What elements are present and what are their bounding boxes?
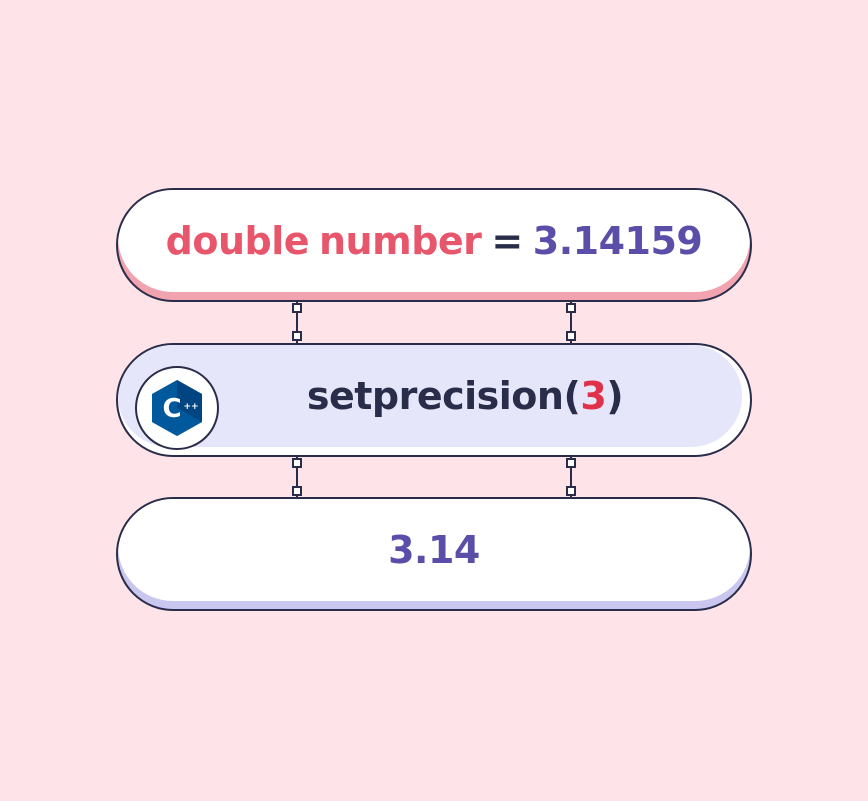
cpp-hexagon-icon: C ++: [152, 380, 202, 436]
close-paren: ): [606, 374, 624, 418]
connector-node: [292, 486, 302, 496]
function-pill: setprecision(3): [116, 343, 752, 457]
function-call: setprecision(3): [118, 345, 742, 447]
connector-line: [570, 455, 572, 499]
open-paren: (: [563, 374, 581, 418]
logo-letter: C: [162, 394, 181, 424]
output-expression: 3.14: [118, 499, 750, 601]
connector-line: [296, 300, 298, 344]
logo-plus: ++: [183, 402, 198, 412]
assignment-operator: =: [491, 219, 523, 263]
connector-node: [292, 331, 302, 341]
variable-name: number: [319, 219, 482, 263]
input-value: 3.14159: [532, 219, 703, 263]
output-pill: 3.14: [116, 497, 752, 611]
connector-node: [566, 458, 576, 468]
connector-node: [566, 303, 576, 313]
connector-node: [566, 486, 576, 496]
connector-node: [292, 303, 302, 313]
function-name: setprecision: [306, 374, 564, 418]
function-argument: 3: [580, 374, 607, 418]
type-keyword: double: [165, 219, 310, 263]
connector-line: [570, 300, 572, 344]
cpp-logo-icon: C ++: [135, 366, 219, 450]
output-value: 3.14: [388, 528, 480, 572]
input-expression: double number = 3.14159: [118, 190, 750, 292]
connector-line: [296, 455, 298, 499]
input-pill: double number = 3.14159: [116, 188, 752, 302]
connector-node: [292, 458, 302, 468]
connector-node: [566, 331, 576, 341]
